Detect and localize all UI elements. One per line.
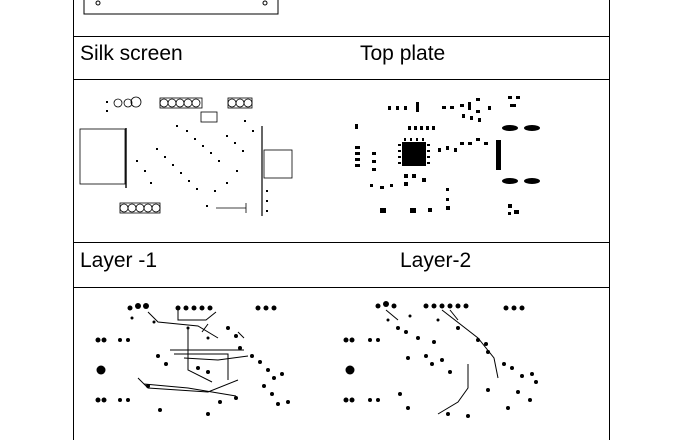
row-divider — [73, 79, 609, 80]
layer-1-image — [95, 303, 290, 416]
layer-2-label: Layer-2 — [400, 249, 472, 272]
silk-screen-label: Silk screen — [80, 42, 183, 65]
row-divider — [73, 287, 609, 288]
silk-screen-image — [79, 96, 293, 216]
row-divider — [73, 36, 609, 37]
top-plate-image — [355, 96, 540, 215]
layer-2-image — [343, 301, 538, 418]
top-plate-label: Top plate — [360, 42, 446, 65]
row-divider — [73, 242, 609, 243]
layer-1-label: Layer -1 — [80, 249, 158, 272]
figure-table — [73, 0, 610, 440]
previous-figure-remnant — [83, 0, 279, 15]
document-page: Silk screen Top plate Layer -1 Layer-2 — [73, 0, 610, 440]
